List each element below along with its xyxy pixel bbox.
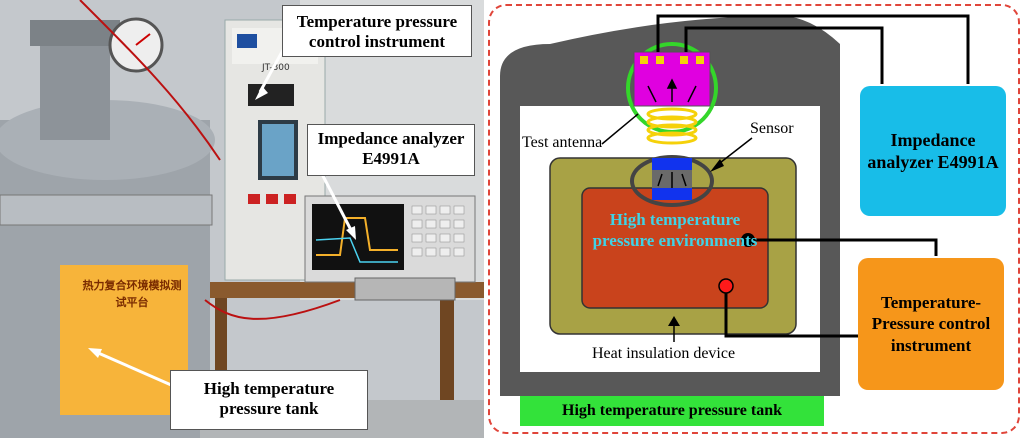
probe-red [718,278,734,294]
photo-panel: JT-300 [0,0,484,438]
temperature-controller-label: Temperature-Pressure control instrument [871,293,991,355]
sensor-top [652,158,692,172]
impedance-analyzer-box: Impedance analyzer E4991A [860,86,1006,216]
callout-tank: High temperature pressure tank [170,370,368,430]
tank-plate-text: 热力复合环境模拟测试平台 [82,279,182,309]
temperature-controller-box: Temperature-Pressure control instrument [858,258,1004,390]
cabinet-logo-icon [237,34,257,48]
callout-arrow-analyzer [320,173,354,233]
callout-arrow-tank [95,350,179,390]
label-sensor: Sensor [750,120,794,137]
schematic-panel: Test antenna Sensor High temperature pre… [488,4,1020,434]
callout-impedance-analyzer: Impedance analyzer E4991A [307,124,475,176]
sensor-highlight [630,155,714,207]
tank-plate [60,265,188,415]
pointer-sensor [715,137,753,167]
antenna-arrows [647,78,697,103]
tank-banner-label: High temperature pressure tank [562,402,782,419]
label-heat-insulation: Heat insulation device [592,345,736,362]
callout-arrow-control [258,49,285,93]
impedance-analyzer-label: Impedance analyzer E4991A [867,129,999,173]
antenna-coil-icon [646,107,698,145]
sensor-arrows [657,172,687,188]
wire-env-controller [724,238,938,338]
tank-banner: High temperature pressure tank [520,396,824,426]
cabinet-label: JT-300 [261,63,290,73]
schematic-diagram [500,14,970,396]
label-test-antenna: Test antenna [522,134,603,151]
probe-black [741,233,755,247]
label-environment: High temperature pressure environments [592,210,758,251]
wire-antenna-analyzer [656,14,970,84]
pointer-antenna [601,113,639,145]
callout-temperature-control: Temperature pressure control instrument [282,5,472,57]
sensor-bottom [652,188,692,200]
